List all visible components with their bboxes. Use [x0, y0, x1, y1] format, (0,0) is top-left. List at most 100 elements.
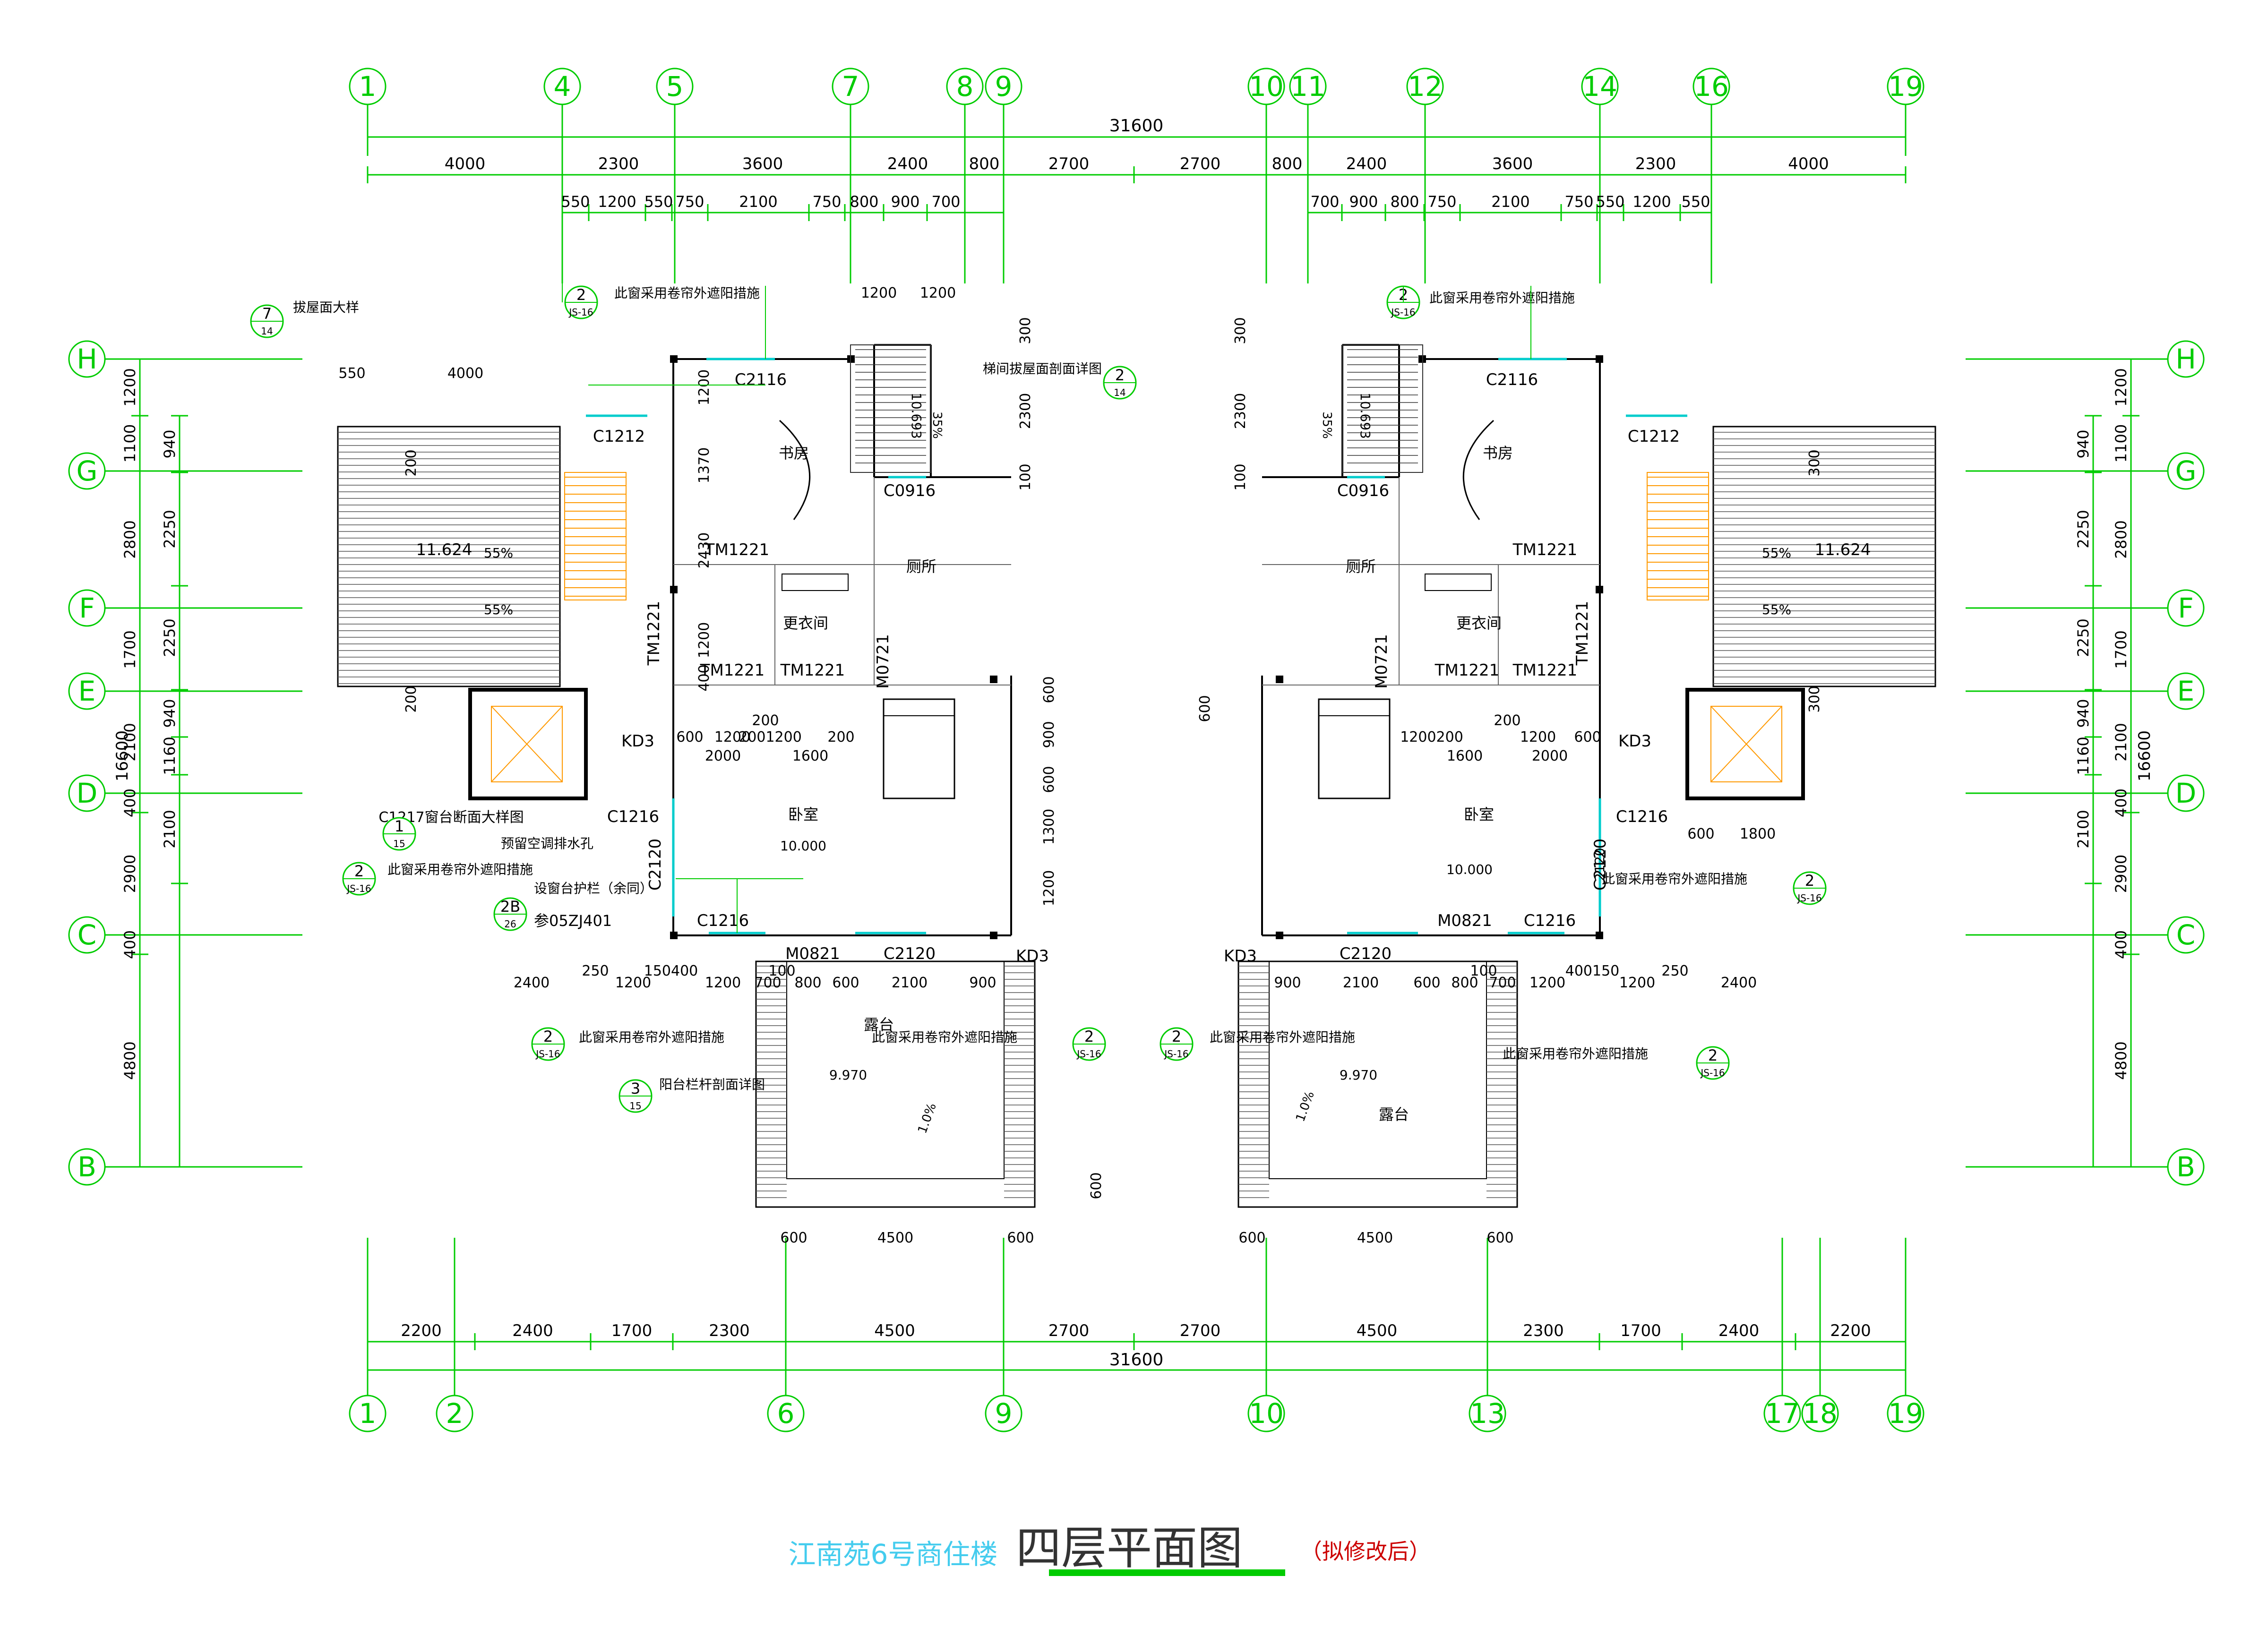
roof-block	[1712, 426, 1936, 687]
stair-tower	[850, 344, 931, 473]
label: 600	[1486, 1230, 1513, 1246]
ref-shade-4-top: 2	[543, 1028, 553, 1045]
dim-top-row2-left: 550	[644, 193, 673, 211]
label: C1216	[607, 807, 659, 826]
axis-top-8-circle	[1406, 68, 1444, 105]
dim-side-inner: 2250	[2074, 618, 2092, 657]
ref-rail-detail-top: 3	[631, 1079, 640, 1097]
title-underline	[1049, 1569, 1285, 1576]
label: C1212	[1628, 427, 1680, 446]
ref-shade-5-top: 2	[1084, 1028, 1094, 1045]
axis-top-1-circle	[543, 68, 581, 105]
terrace-inner	[1269, 961, 1487, 1179]
label: KD3	[1016, 947, 1049, 966]
label: 200	[1494, 712, 1521, 729]
ref-roof-detail-bottom: 14	[261, 325, 273, 337]
axis-top-0-label: 1	[359, 70, 377, 103]
label: 800	[1451, 975, 1478, 991]
dim-side-outer: 400	[2112, 930, 2130, 959]
label: 100	[1017, 463, 1034, 490]
label: 300	[1017, 317, 1034, 344]
label: C2116	[1486, 370, 1538, 389]
axis-top-7-label: 11	[1290, 70, 1325, 103]
label: 4500	[877, 1230, 913, 1246]
label: TM1221	[700, 661, 765, 680]
label: 900	[1041, 721, 1057, 748]
dim-top-row2-left: 800	[850, 193, 878, 211]
dim-top-row1: 800	[1272, 154, 1303, 173]
dim-side-inner: 940	[161, 699, 179, 728]
axis-bottom-0-circle	[349, 1395, 387, 1432]
dim-side-outer: 1100	[2112, 424, 2130, 463]
label: 露台	[864, 1016, 894, 1034]
column	[670, 932, 678, 939]
dim-side-inner: 2100	[161, 810, 179, 848]
elevator-car	[1710, 706, 1782, 782]
dim-side-inner: 2100	[2074, 810, 2092, 848]
label: 预留空调排水孔	[501, 836, 593, 851]
terrace-inner	[786, 961, 1005, 1179]
label: 2000	[1532, 748, 1568, 764]
dim-side-inner: 2250	[161, 510, 179, 548]
axis-right-0-label: H	[2175, 343, 2196, 375]
column	[670, 355, 678, 363]
label: 1200200	[1400, 729, 1463, 745]
ref-rail-detail-bottom: 15	[629, 1100, 641, 1112]
label: 卧室	[788, 805, 818, 823]
dim-top-row2-left: 550	[561, 193, 590, 211]
axis-left-4-label: D	[77, 777, 98, 809]
ref-shade-8-top: 2	[1805, 872, 1814, 890]
label: 1600	[1447, 748, 1483, 764]
label: 露台	[1379, 1105, 1409, 1123]
dim-bottom-row: 2200	[401, 1321, 442, 1340]
label: KD3	[1618, 732, 1651, 751]
column	[1276, 932, 1283, 939]
label: M0721	[874, 634, 893, 689]
plan-right-half	[1237, 344, 1936, 1208]
label: 1200	[1041, 870, 1057, 906]
label: C2120	[646, 839, 665, 891]
label: 600	[780, 1230, 807, 1246]
axis-left-2-circle	[68, 589, 106, 627]
label: 800	[794, 975, 821, 991]
dim-side-outer: 1200	[2112, 368, 2130, 406]
label: 900	[969, 975, 996, 991]
label: C1216	[697, 911, 749, 930]
ref-shade-3-bottom: JS-16	[346, 883, 371, 894]
roof-block	[337, 426, 561, 687]
dim-top-row1: 4000	[1788, 154, 1829, 173]
label: M0821	[1437, 911, 1492, 930]
axis-top-3-circle	[832, 68, 869, 105]
label: 600	[1197, 695, 1213, 722]
dim-top-row2-right: 1200	[1632, 193, 1671, 211]
axis-right-1-label: G	[2175, 455, 2197, 487]
dim-side-inner: 1160	[161, 737, 179, 775]
column	[990, 932, 997, 939]
label: 55%	[1762, 602, 1791, 617]
axis-bottom-2-circle	[767, 1395, 805, 1432]
label: 1200	[1529, 975, 1565, 991]
label: 11.624	[416, 540, 472, 559]
label: C2120	[884, 944, 936, 963]
label: 1200	[714, 729, 750, 745]
axis-bottom-5-label: 13	[1470, 1397, 1505, 1430]
study-desk	[779, 420, 811, 520]
label: 1200	[696, 622, 713, 658]
title-project: 江南苑6号商住楼	[789, 1538, 998, 1570]
axis-top-11-label: 19	[1888, 70, 1923, 103]
axis-right-6-circle	[2167, 1148, 2205, 1186]
axis-right-5-circle	[2167, 916, 2205, 954]
dim-top-row2-right: 800	[1390, 193, 1419, 211]
axis-right-2-circle	[2167, 589, 2205, 627]
dim-bottom-row: 2700	[1048, 1321, 1090, 1340]
label: 100	[1470, 963, 1497, 979]
label: 300	[1806, 685, 1823, 712]
label: 1200	[615, 975, 651, 991]
dim-top-row2-right: 900	[1349, 193, 1378, 211]
dim-side-outer: 2800	[2112, 520, 2130, 558]
label: 9.970	[1340, 1067, 1377, 1083]
label: 书房	[779, 444, 809, 462]
dim-side-outer: 4800	[121, 1041, 139, 1079]
axis-right-5-label: C	[2176, 919, 2196, 951]
axis-left-1-label: G	[77, 455, 98, 487]
